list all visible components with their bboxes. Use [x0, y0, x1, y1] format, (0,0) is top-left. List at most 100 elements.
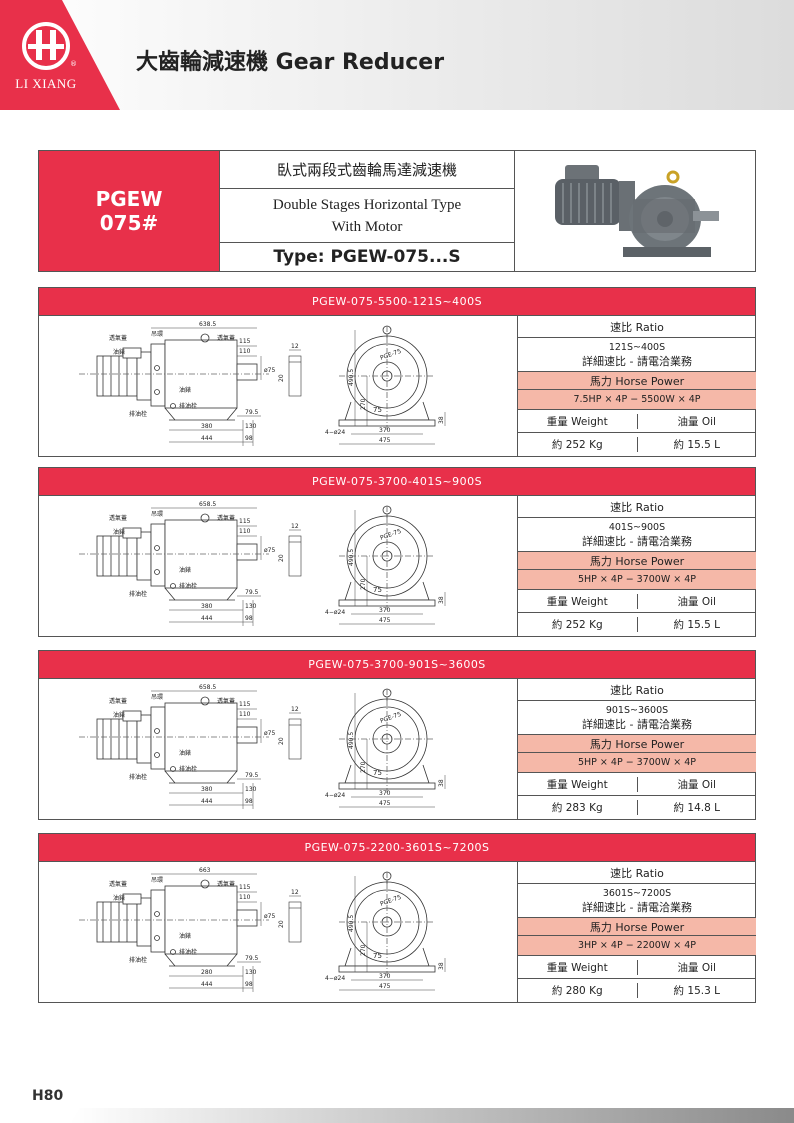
product-code-line1: PGEW [95, 187, 163, 211]
product-name-zh: 臥式兩段式齒輪馬達減速機 [220, 151, 514, 189]
horsepower-value: 5HP × 4P − 3700W × 4P [518, 570, 756, 590]
page-title: 大齒輪減速機 Gear Reducer [136, 50, 445, 75]
weight-header: 重量 Weight [518, 413, 638, 429]
dimension-drawing: 663 吊環 透氣蓋 透氣蓋 油錶 油錶 排油栓 排油栓 115 110 ø75… [79, 867, 446, 992]
horsepower-value: 7.5HP × 4P − 5500W × 4P [518, 390, 756, 410]
oil-header: 油量 Oil [677, 595, 716, 608]
side-view-dimensions [151, 873, 262, 992]
dim-490-5: 490.5 [348, 549, 355, 566]
dim-270: 270 [360, 398, 367, 410]
dim-444: 444 [201, 798, 213, 805]
section-title: PGEW-075-3700-401S~900S [39, 468, 755, 496]
shaft-detail [288, 529, 302, 577]
dim-12: 12 [291, 889, 299, 896]
dim-38: 38 [438, 779, 445, 787]
shaft-detail [288, 349, 302, 397]
horsepower-header: 馬力 Horse Power [518, 918, 756, 936]
ratio-value: 401S~900S [608, 521, 666, 533]
label-breather: 透氣蓋 [109, 514, 127, 522]
ratio-value-cell: 3601S~7200S 詳細速比 - 請電洽業務 [518, 884, 756, 918]
product-name-en-line1: Double Stages Horizontal Type [272, 196, 462, 213]
oil-value: 約 15.3 L [673, 985, 720, 997]
horsepower-value: 5HP × 4P − 3700W × 4P [518, 753, 756, 773]
dim-holes: 4−ø24 [325, 609, 345, 616]
label-breather: 透氣蓋 [109, 880, 127, 888]
weight-oil-value-row: 約 252 Kg 約 15.5 L [518, 433, 756, 456]
ratio-note: 詳細速比 - 請電洽業務 [582, 534, 692, 548]
dimension-drawing: 658.5 吊環 透氣蓋 透氣蓋 油錶 油錶 排油栓 排油栓 115 110 ø… [79, 684, 446, 809]
weight-oil-value-row: 約 252 Kg 約 15.5 L [518, 613, 756, 636]
label-oil-plug: 油錶 [179, 749, 191, 757]
dim-foot: 280 [201, 969, 213, 976]
weight-oil-value-row: 約 283 Kg 約 14.8 L [518, 796, 756, 819]
weight-header: 重量 Weight [518, 776, 638, 792]
ratio-value-cell: 121S~400S 詳細速比 - 請電洽業務 [518, 338, 756, 372]
dim-79-5: 79.5 [245, 772, 259, 779]
label-drain-plug-2: 排油栓 [129, 590, 147, 598]
dim-115: 115 [239, 701, 251, 708]
side-view [79, 879, 269, 967]
label-oil-plug: 油錶 [179, 566, 191, 574]
label-oil-plug: 油錶 [179, 932, 191, 940]
ratio-note: 詳細速比 - 請電洽業務 [582, 354, 692, 368]
spec-section-3: PGEW-075-3700-901S~3600S [38, 650, 756, 820]
weight-value: 約 280 Kg [518, 983, 638, 998]
dim-length: 638.5 [199, 321, 216, 328]
dim-130: 130 [245, 603, 257, 610]
dim-12: 12 [291, 706, 299, 713]
footer-bar [70, 1108, 794, 1123]
dim-20: 20 [278, 554, 285, 562]
dim-110: 110 [239, 711, 251, 718]
dim-475: 475 [379, 437, 391, 444]
dim-phi75: ø75 [264, 730, 275, 737]
weight-oil-header-row: 重量 Weight 油量 Oil [518, 773, 756, 796]
dim-holes: 4−ø24 [325, 975, 345, 982]
dim-370: 370 [379, 790, 391, 797]
dim-phi75: ø75 [264, 913, 275, 920]
dim-490-5: 490.5 [348, 369, 355, 386]
dim-370: 370 [379, 427, 391, 434]
label-lifting-eye: 吊環 [151, 511, 163, 518]
dim-12: 12 [291, 343, 299, 350]
dim-foot: 380 [201, 786, 213, 793]
spec-table: 速比 Ratio 401S~900S 詳細速比 - 請電洽業務 馬力 Horse… [517, 496, 756, 636]
dim-130: 130 [245, 969, 257, 976]
label-breather-2: 透氣蓋 [217, 880, 235, 888]
label-drain-plug-2: 排油栓 [129, 410, 147, 418]
oil-header: 油量 Oil [677, 961, 716, 974]
side-view-dimensions [151, 327, 262, 446]
horsepower-value: 3HP × 4P − 2200W × 4P [518, 936, 756, 956]
horsepower-header: 馬力 Horse Power [518, 735, 756, 753]
dim-20: 20 [278, 374, 285, 382]
svg-text:®: ® [70, 60, 77, 68]
side-view [79, 696, 269, 784]
product-header-table: PGEW 075# 臥式兩段式齒輪馬達減速機 Double Stages Hor… [38, 150, 756, 272]
oil-header: 油量 Oil [677, 415, 716, 428]
section-title: PGEW-075-2200-3601S~7200S [39, 834, 755, 862]
ratio-value: 901S~3600S [605, 704, 669, 716]
dim-115: 115 [239, 884, 251, 891]
header-band [0, 0, 794, 110]
dim-38: 38 [438, 416, 445, 424]
weight-oil-header-row: 重量 Weight 油量 Oil [518, 590, 756, 613]
label-oil-gauge: 油錶 [113, 528, 125, 536]
dim-490-5: 490.5 [348, 732, 355, 749]
shaft-detail [288, 712, 302, 760]
spec-section-1: PGEW-075-5500-121S~400S [38, 287, 756, 457]
weight-oil-value-row: 約 280 Kg 約 15.3 L [518, 979, 756, 1002]
dimension-drawing: 658.5 吊環 透氣蓋 透氣蓋 油錶 油錶 排油栓 排油栓 115 110 ø… [79, 501, 446, 626]
side-view [79, 513, 269, 601]
front-view-dimensions [339, 876, 446, 991]
dim-38: 38 [438, 596, 445, 604]
label-drain-plug: 排油栓 [179, 948, 197, 956]
dim-490-5: 490.5 [348, 915, 355, 932]
weight-oil-header-row: 重量 Weight 油量 Oil [518, 410, 756, 433]
dim-75: 75 [373, 952, 382, 960]
ratio-header: 速比 Ratio [518, 862, 756, 884]
dim-12: 12 [291, 523, 299, 530]
ratio-header: 速比 Ratio [518, 316, 756, 338]
product-code-cell: PGEW 075# [39, 151, 219, 271]
label-drain-plug: 排油栓 [179, 402, 197, 410]
weight-header: 重量 Weight [518, 593, 638, 609]
label-breather-2: 透氣蓋 [217, 514, 235, 522]
